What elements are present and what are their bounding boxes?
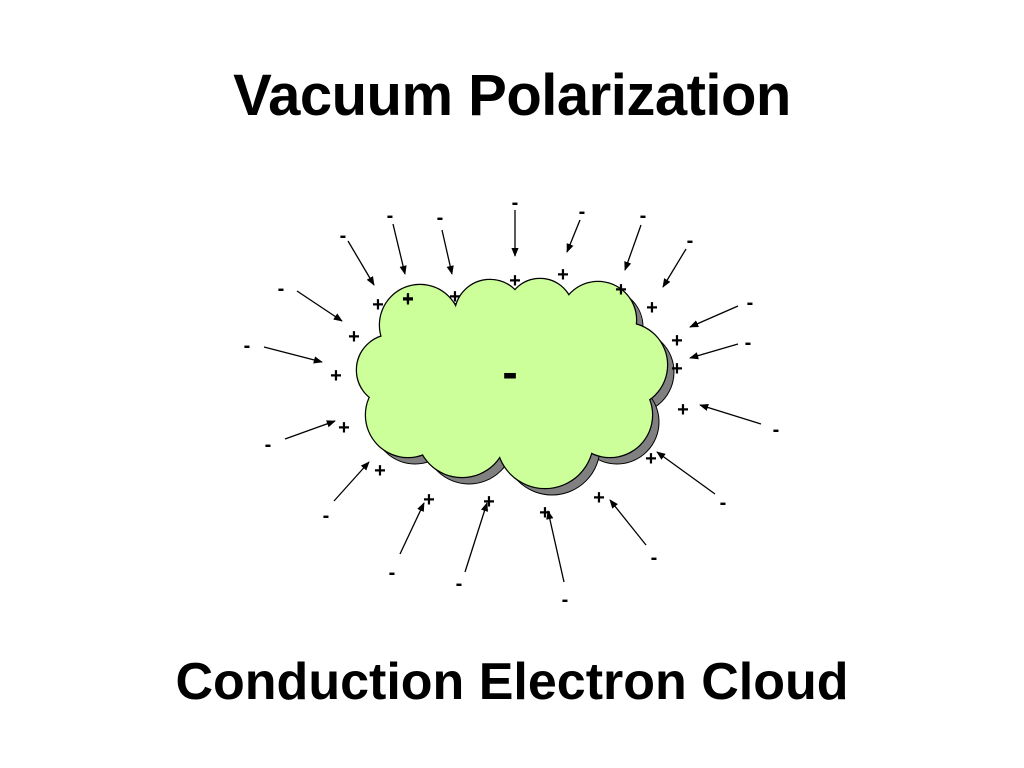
outer-charge-19: - [747, 292, 754, 314]
induced-charge-7: + [372, 294, 384, 316]
induced-charge-5: + [615, 279, 627, 301]
field-arrow-19 [689, 305, 739, 328]
induced-charge-13: + [483, 491, 495, 513]
field-arrow-1 [392, 223, 407, 275]
cloud-charge-sign: - [502, 346, 517, 398]
outer-charge-1: - [387, 205, 394, 227]
outer-charge-12: - [389, 562, 396, 584]
induced-charge-6: + [646, 297, 658, 319]
field-arrow-16 [656, 451, 716, 495]
induced-charge-9: + [330, 365, 342, 387]
outer-charge-3: - [512, 192, 519, 214]
field-arrow-8 [296, 290, 343, 322]
induced-charge-2: + [449, 286, 461, 308]
outer-charge-13: - [456, 573, 463, 595]
induced-charge-17: + [677, 399, 689, 421]
induced-charge-16: + [645, 448, 657, 470]
induced-charge-4: + [557, 264, 569, 286]
induced-charge-8: + [348, 326, 360, 348]
field-arrow-10 [284, 420, 336, 440]
induced-charge-11: + [374, 460, 386, 482]
induced-charge-12: + [423, 489, 435, 511]
induced-charge-18: + [671, 358, 683, 380]
field-arrow-11 [333, 461, 370, 502]
field-arrow-2 [441, 229, 454, 275]
outer-charge-8: - [278, 278, 285, 300]
outer-charge-2: - [437, 207, 444, 229]
outer-charge-10: - [265, 434, 272, 456]
outer-charge-15: - [651, 547, 658, 569]
outer-charge-18: - [745, 332, 752, 354]
induced-charges: ++++++++++++++++++++ [330, 264, 689, 524]
field-arrow-4 [566, 219, 581, 253]
outer-charge-11: - [323, 505, 330, 527]
induced-charge-15: + [593, 487, 605, 509]
field-arrow-18 [689, 343, 739, 360]
field-arrow-13 [464, 502, 488, 573]
induced-charge-19: + [671, 330, 683, 352]
outer-charge-17: - [773, 419, 780, 441]
induced-charge-14: + [539, 502, 551, 524]
diagram-caption: Conduction Electron Cloud [175, 653, 849, 711]
field-arrow-7 [347, 240, 375, 286]
induced-charge-extra-1: + [402, 289, 414, 311]
induced-charge-3: + [509, 270, 521, 292]
field-arrow-9 [263, 346, 323, 364]
induced-charge-1: + [402, 288, 414, 310]
outer-charge-6: - [687, 230, 694, 252]
outer-charge-9: - [244, 335, 251, 357]
outer-charge-14: - [562, 589, 569, 611]
field-arrow-17 [699, 403, 762, 425]
field-arrow-6 [662, 248, 687, 288]
field-arrow-5 [624, 224, 642, 271]
outer-charge-5: - [640, 205, 647, 227]
polarization-arrows [263, 210, 762, 583]
outer-charge-7: - [340, 225, 347, 247]
outer-charge-16: - [720, 492, 727, 514]
field-arrow-14 [546, 510, 565, 583]
slide-title: Vacuum Polarization [233, 63, 791, 128]
field-arrow-12 [399, 502, 425, 555]
induced-charge-10: + [338, 417, 350, 439]
field-arrow-15 [609, 499, 647, 546]
outer-charge-4: - [579, 201, 586, 223]
outer-charges: - - - - - - - - - - - - - - - - - - - [244, 192, 780, 611]
